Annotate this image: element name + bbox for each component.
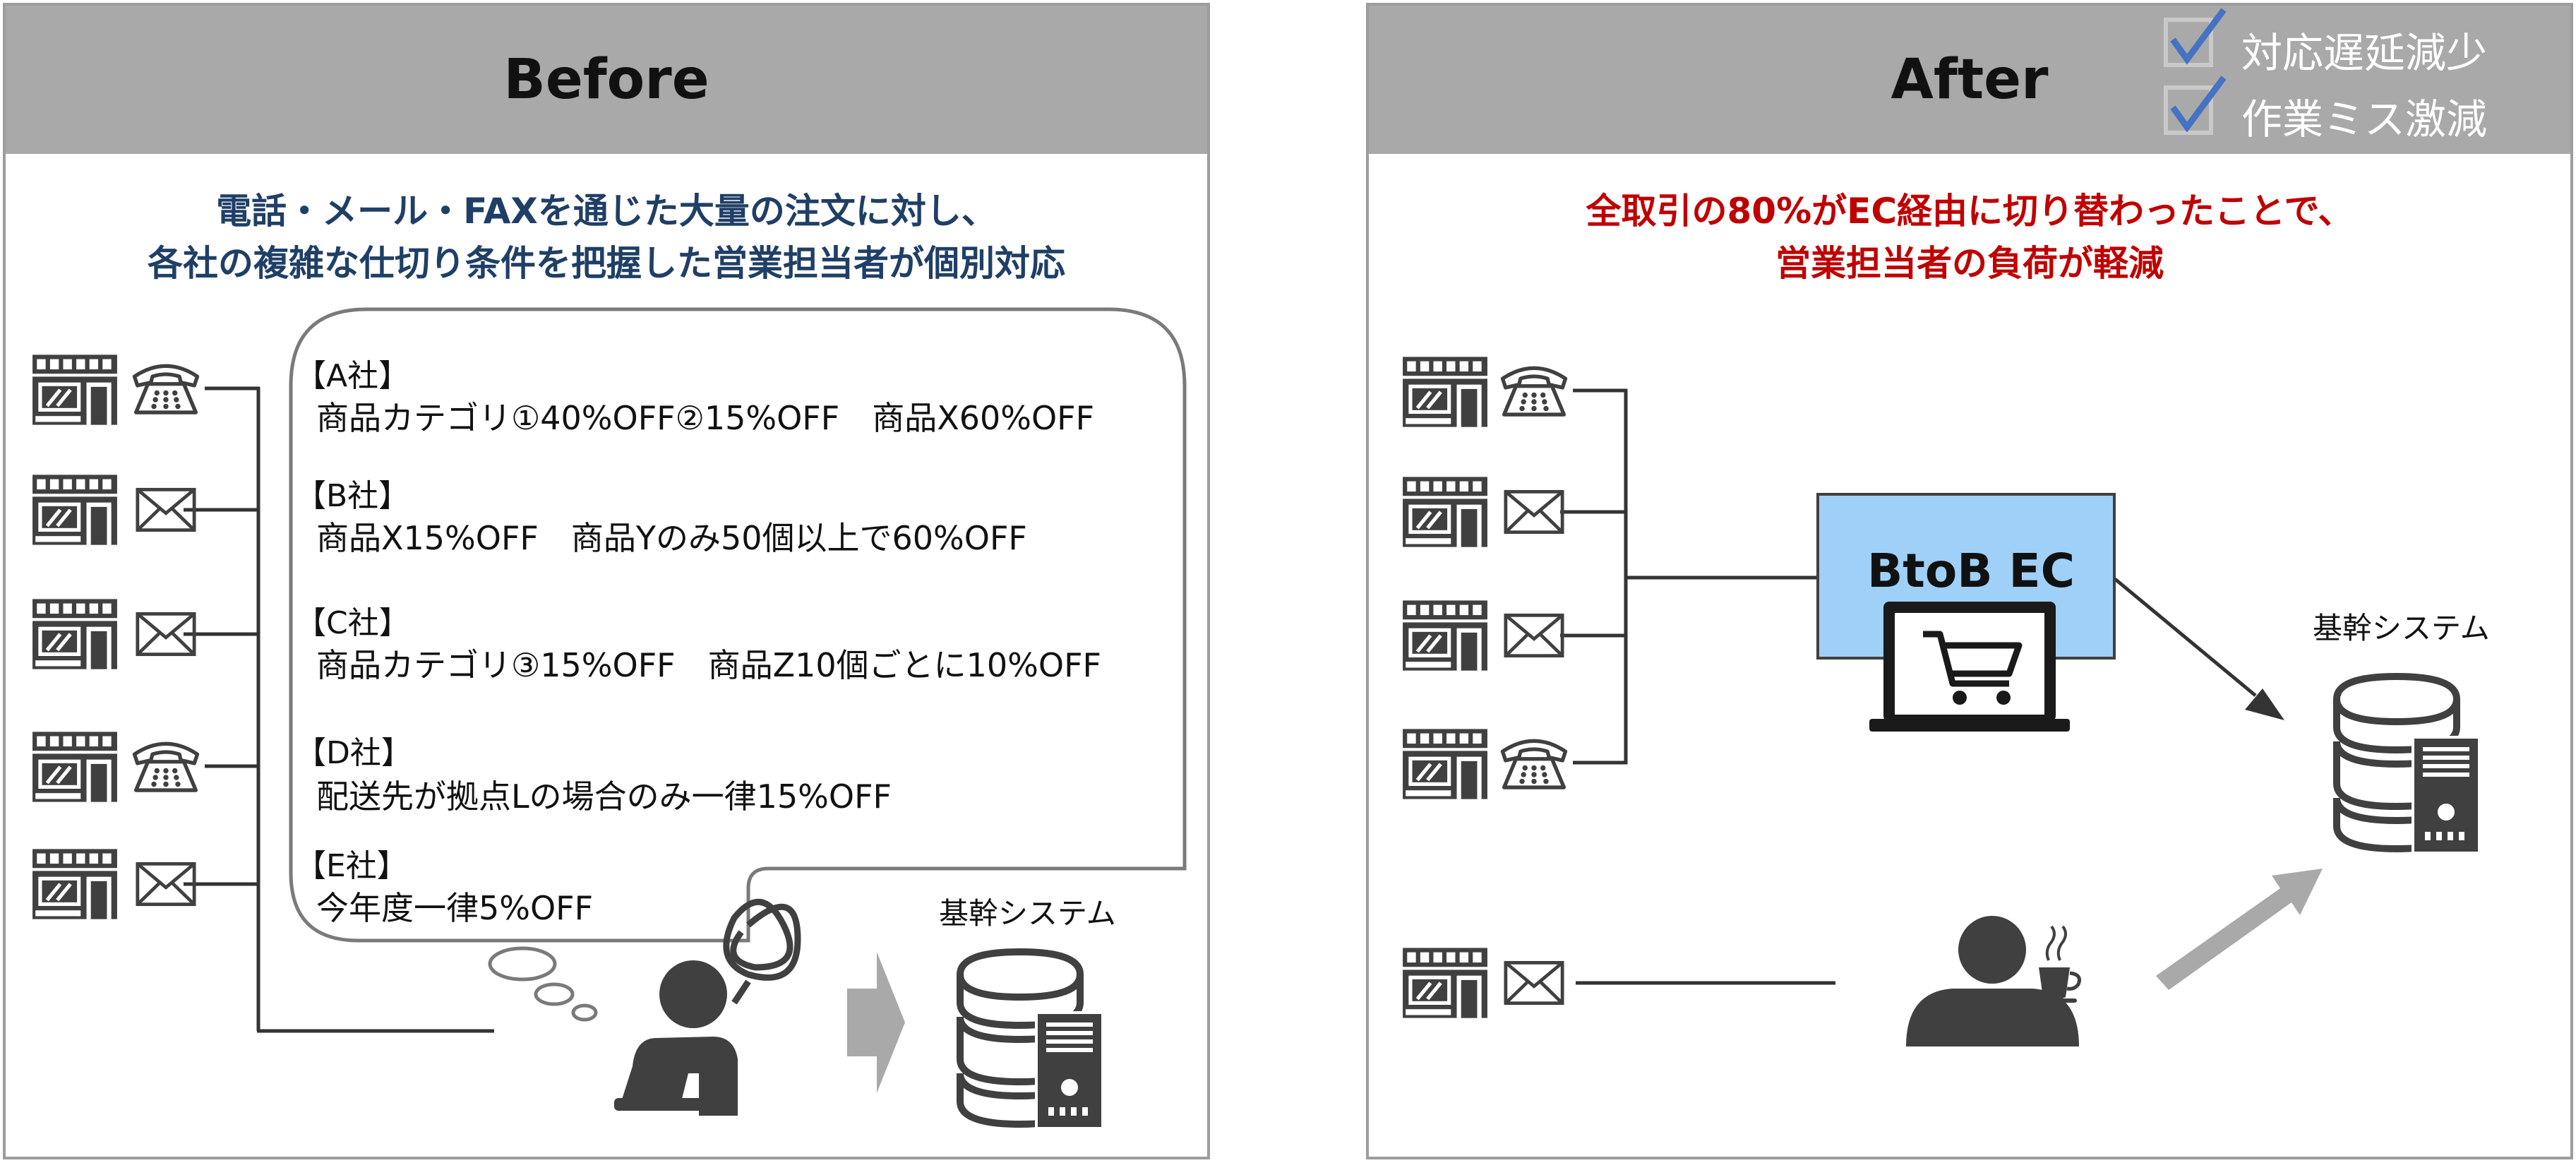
company-e-name: 【E社】	[295, 848, 408, 884]
mail-icon	[1506, 615, 1562, 655]
troubled-person-icon	[614, 960, 738, 1116]
after-subtitle-line1: 全取引の80%がEC経由に切り替わったことで、	[1586, 191, 2354, 232]
thought-bubble-small	[571, 1003, 598, 1022]
coffee-cup-icon	[2033, 925, 2081, 1003]
check-item-1: 対応遅延減少	[2241, 29, 2488, 77]
arrow-ec-to-system	[2245, 688, 2284, 720]
store-icon	[1403, 600, 1487, 670]
before-connectors	[184, 386, 494, 1033]
after-title: After	[1891, 48, 2049, 112]
checkmark-icon	[2170, 76, 2227, 133]
mail-icon	[1506, 962, 1562, 1003]
phone-icon	[1502, 368, 1565, 414]
company-b-detail: 商品X15%OFF 商品Yのみ50個以上で60%OFF	[316, 519, 1027, 557]
btob-ec-label: BtoB EC	[1867, 544, 2075, 598]
checkbox-icon	[2164, 18, 2213, 67]
company-c-detail: 商品カテゴリ③15%OFF 商品Z10個ごとに10%OFF	[316, 646, 1102, 684]
relaxed-person-icon	[1906, 916, 2079, 1046]
check-item-2: 作業ミス激減	[2241, 95, 2488, 143]
store-icon	[1403, 477, 1487, 547]
store-icon	[1403, 729, 1487, 799]
before-header: Before	[6, 6, 1207, 154]
thought-bubble-medium	[534, 982, 575, 1006]
mail-icon	[1506, 491, 1562, 532]
company-d-name: 【D社】	[295, 735, 412, 771]
company-e-detail: 今年度一律5%OFF	[316, 889, 594, 927]
conditions-bubble	[289, 307, 1187, 943]
before-system-label: 基幹システム	[939, 896, 1116, 931]
before-subtitle-line2: 各社の複雑な仕切り条件を把握した営業担当者が個別対応	[148, 243, 1065, 284]
store-icon	[1403, 357, 1487, 427]
company-b-name: 【B社】	[295, 478, 410, 514]
before-subtitle-line1: 電話・メール・FAXを通じた大量の注文に対し、	[216, 191, 997, 232]
phone-icon	[1502, 741, 1565, 787]
company-d-detail: 配送先が拠点Lの場合のみ一律15%OFF	[316, 777, 892, 816]
after-system-label: 基幹システム	[2313, 611, 2490, 645]
company-c-name: 【C社】	[295, 605, 410, 641]
store-icon	[1403, 948, 1487, 1018]
checkbox-icon	[2164, 85, 2213, 135]
database-server-icon	[2337, 676, 2481, 853]
laptop-cart-icon	[1869, 602, 2070, 732]
checkmark-icon	[2170, 8, 2227, 65]
after-subtitle-line2: 営業担当者の負荷が軽減	[1775, 243, 2164, 284]
gray-arrow-to-system	[2156, 869, 2323, 990]
tangled-thoughts-icon	[723, 898, 801, 1005]
company-a-detail: 商品カテゴリ①40%OFF②15%OFF 商品X60%OFF	[316, 399, 1095, 437]
thought-bubble-large	[488, 946, 557, 982]
after-header: After	[1369, 6, 2570, 154]
arrow-to-system	[847, 952, 905, 1093]
company-a-name: 【A社】	[295, 358, 410, 394]
after-connectors	[1560, 388, 2257, 985]
